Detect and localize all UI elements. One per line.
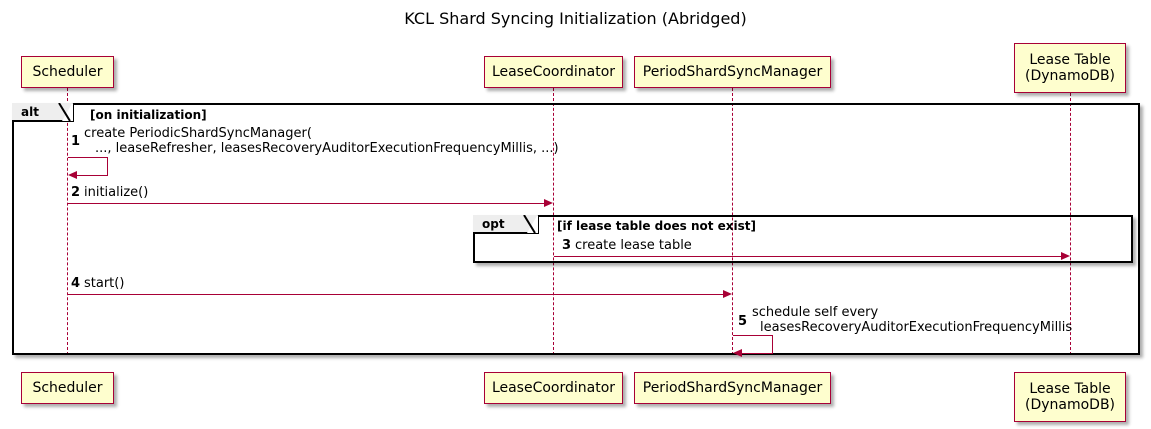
lifeline-leasecoordinator: [553, 88, 554, 355]
message-2-arrowhead: [544, 199, 553, 207]
participant-scheduler-top[interactable]: Scheduler: [21, 56, 114, 88]
message-5-self-top-line: [733, 335, 773, 336]
message-3-arrowhead: [1061, 252, 1070, 260]
message-5-self-box: [733, 335, 773, 353]
fragment-alt-keyword: alt: [21, 104, 39, 119]
participant-leasecoordinator-top[interactable]: LeaseCoordinator: [484, 56, 623, 88]
fragment-opt-keyword: opt: [482, 216, 505, 231]
participant-label: LeaseCoordinator: [491, 64, 616, 80]
message-5-arrowhead: [733, 349, 742, 357]
participant-label: Scheduler: [32, 64, 103, 80]
message-4-arrowhead: [723, 290, 732, 298]
participant-scheduler-bottom[interactable]: Scheduler: [21, 372, 114, 404]
fragment-corner-line-icon: [58, 103, 71, 122]
message-5-text-line1: schedule self every: [752, 305, 879, 320]
lifeline-leasetable: [1070, 93, 1071, 355]
message-3-text: create lease table: [575, 238, 692, 253]
message-1-text-line1: create PeriodicShardSyncManager(: [84, 126, 312, 141]
message-4-number: 4: [71, 276, 81, 291]
participant-leasetable-top[interactable]: Lease Table (DynamoDB): [1014, 43, 1126, 93]
fragment-corner-line-icon: [523, 215, 536, 234]
participant-periodshardsyncmanager-bottom[interactable]: PeriodShardSyncManager: [634, 372, 831, 404]
fragment-corner-notch: [527, 214, 538, 233]
participant-label: Scheduler: [32, 380, 103, 396]
message-5-text-line2: leasesRecoveryAuditorExecutionFrequencyM…: [760, 320, 1073, 335]
message-5-number: 5: [738, 314, 748, 329]
lifeline-periodshardsyncmanager: [732, 88, 733, 355]
message-1-self-top-line: [68, 157, 108, 158]
participant-label: PeriodShardSyncManager: [642, 64, 823, 80]
fragment-alt: alt: [12, 102, 1140, 355]
message-2-text: initialize(): [84, 185, 149, 200]
participant-periodshardsyncmanager-top[interactable]: PeriodShardSyncManager: [634, 56, 831, 88]
participant-label: PeriodShardSyncManager: [642, 380, 823, 396]
participant-label: Lease Table (DynamoDB): [1024, 52, 1116, 84]
message-4-text: start(): [84, 276, 125, 291]
message-3-number: 3: [562, 238, 572, 253]
message-3-line: [554, 256, 1062, 257]
message-5-self-bottom-line: [742, 353, 773, 354]
participant-leasecoordinator-bottom[interactable]: LeaseCoordinator: [484, 372, 623, 404]
fragment-corner-notch: [62, 102, 73, 121]
participant-label: LeaseCoordinator: [491, 380, 616, 396]
fragment-opt-keyword-box: opt: [473, 214, 539, 234]
message-2-number: 2: [71, 185, 81, 200]
message-1-number: 1: [71, 134, 81, 149]
fragment-opt: opt: [473, 214, 1133, 263]
participant-label: Lease Table (DynamoDB): [1024, 381, 1116, 413]
page-title: KCL Shard Syncing Initialization (Abridg…: [404, 9, 747, 28]
message-1-self-bottom-line: [77, 175, 108, 176]
lifeline-scheduler: [67, 88, 68, 355]
message-4-line: [68, 294, 724, 295]
participant-leasetable-bottom[interactable]: Lease Table (DynamoDB): [1014, 372, 1126, 422]
message-2-line: [68, 203, 545, 204]
message-1-self-box: [68, 157, 108, 175]
fragment-alt-keyword-box: alt: [12, 102, 74, 122]
fragment-opt-condition: [if lease table does not exist]: [557, 219, 757, 233]
fragment-alt-condition: [on initialization]: [90, 108, 207, 122]
message-1-text-line2: ..., leaseRefresher, leasesRecoveryAudit…: [95, 141, 559, 156]
message-1-arrowhead: [68, 171, 77, 179]
